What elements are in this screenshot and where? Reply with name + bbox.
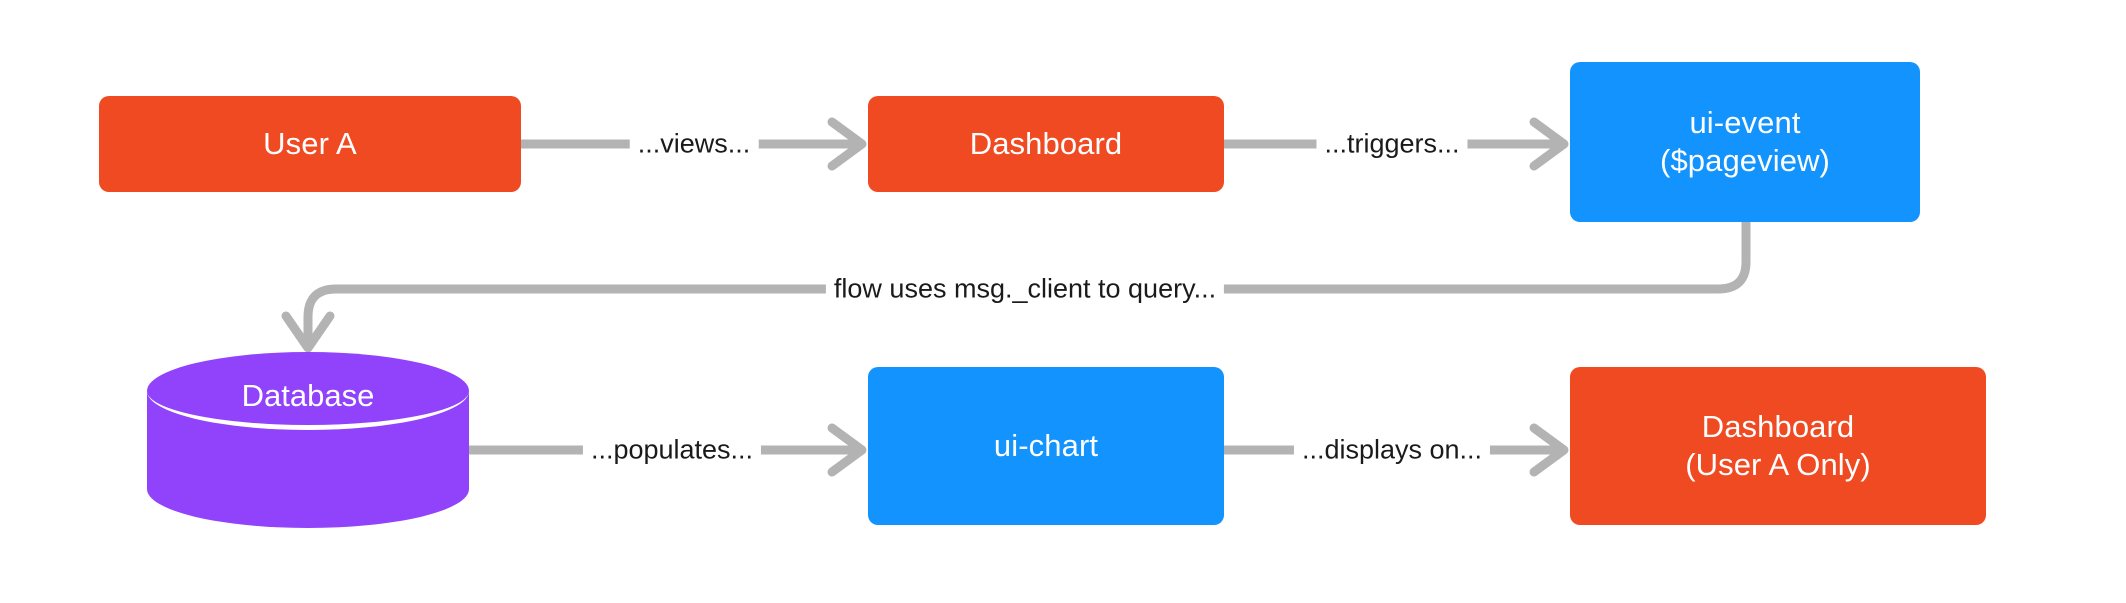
node-dashboard-bottom-sublabel: (User A Only): [1685, 447, 1871, 482]
edge-label-views: ...views...: [629, 127, 759, 161]
node-ui-event-sublabel: ($pageview): [1660, 143, 1830, 178]
node-dashboard-top-label: Dashboard: [969, 126, 1123, 162]
edge-label-populates: ...populates...: [582, 433, 762, 467]
node-user-a-label: User A: [263, 126, 357, 162]
node-dashboard-bottom-label: Dashboard: [1701, 409, 1855, 445]
database-cylinder-top: [147, 352, 469, 430]
node-dashboard-top[interactable]: Dashboard: [868, 96, 1224, 192]
node-database[interactable]: Database: [147, 352, 469, 528]
edge-label-flow-uses-client-to-query: flow uses msg._client to query...: [825, 272, 1225, 306]
edge-label-displays-on: ...displays on...: [1293, 433, 1491, 467]
node-ui-chart-label: ui-chart: [993, 428, 1099, 464]
node-ui-event[interactable]: ui-event ($pageview): [1570, 62, 1920, 222]
node-user-a[interactable]: User A: [99, 96, 521, 192]
node-dashboard-bottom[interactable]: Dashboard (User A Only): [1570, 367, 1986, 525]
edge-label-triggers: ...triggers...: [1316, 127, 1468, 161]
node-ui-chart[interactable]: ui-chart: [868, 367, 1224, 525]
node-ui-event-label: ui-event: [1689, 105, 1801, 141]
node-database-label: Database: [241, 378, 375, 413]
